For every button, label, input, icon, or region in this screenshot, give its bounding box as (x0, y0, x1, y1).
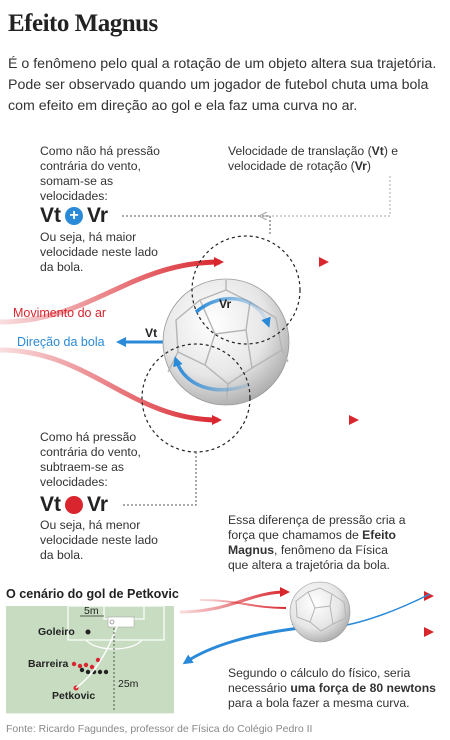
rotation-arrow-bottom (173, 356, 251, 392)
formula-minus: Vt − Vr (40, 493, 109, 525)
top-left-note: Como não há pressão contrária do vento, … (40, 144, 160, 203)
top-right-note-vr: Vr (354, 159, 367, 173)
minus-note: Ou seja, há menor velocidade neste lado … (40, 518, 158, 562)
scenario-field (6, 605, 174, 715)
pressure-note-prefix: Essa diferença de pressão cria a força q… (228, 513, 406, 542)
calc-note-bold: uma força de 80 newtons (290, 681, 436, 695)
formula-plus-vt: Vt (40, 204, 61, 227)
distance-25m-label: 25m (118, 678, 139, 690)
formula-minus-vt: Vt (40, 493, 61, 516)
top-right-note: Velocidade de translação (Vt) e velocida… (228, 144, 438, 174)
ball-direction-label: Direção da bola (17, 335, 105, 349)
rotation-arrow-top (194, 297, 271, 328)
goalkeeper-label: Goleiro (38, 626, 75, 638)
wall-label: Barreira (28, 658, 69, 670)
intro-text: É o fenômeno pelo qual a rotação de um o… (8, 56, 437, 114)
small-air-arrow-mid (199, 599, 287, 609)
plus-icon: + (65, 207, 83, 225)
vr-label: Vr (219, 297, 232, 311)
top-right-note-mid: ) e velocidade de rotação ( (228, 144, 399, 173)
air-movement-label: Movimento do ar (13, 306, 107, 320)
calc-note-prefix: Segundo o cálculo do físico, seria neces… (228, 666, 411, 695)
air-arrow-top (0, 257, 224, 325)
air-arrow-bottom (0, 347, 222, 425)
formula-minus-vr: Vr (87, 493, 109, 516)
small-ball-direction-arrow (182, 626, 301, 665)
upper-zone-circle (191, 235, 301, 345)
top-right-note-suffix: ) (366, 159, 371, 173)
connector-bottom (122, 452, 197, 506)
top-right-note-prefix: Velocidade de translação ( (228, 144, 372, 158)
pressure-note-suffix: , fenômeno da Física que altera a trajet… (228, 543, 390, 572)
pressure-note-bold: Efeito Magnus (228, 528, 396, 557)
source-credit: Fonte: Ricardo Fagundes, professor de Fí… (6, 723, 313, 735)
connector-right (262, 176, 391, 216)
top-right-note-vt: Vt (371, 144, 384, 158)
vt-label: Vt (145, 326, 158, 340)
formula-plus: Vt + Vr (40, 204, 108, 228)
small-air-arrow-top (179, 587, 290, 614)
kicker-label: Petkovic (52, 690, 96, 702)
minus-bar (68, 521, 80, 525)
calc-note: Segundo o cálculo do físico, seria neces… (228, 666, 438, 711)
distance-5m-label: 5m (84, 605, 99, 617)
pressure-note: Essa diferença de pressão cria a força q… (228, 513, 408, 573)
minus-icon: − (65, 496, 83, 525)
plus-note: Ou seja, há maior velocidade neste lado … (40, 230, 158, 274)
page-title: Efeito Magnus (8, 10, 158, 37)
scenario-title: O cenário do gol de Petkovic (6, 587, 179, 601)
calc-note-suffix: para a bola fazer a mesma curva. (228, 696, 410, 710)
bottom-left-note: Como há pressão contrária do vento, subt… (40, 430, 141, 489)
formula-plus-vr: Vr (87, 204, 109, 227)
small-ball (289, 581, 351, 643)
